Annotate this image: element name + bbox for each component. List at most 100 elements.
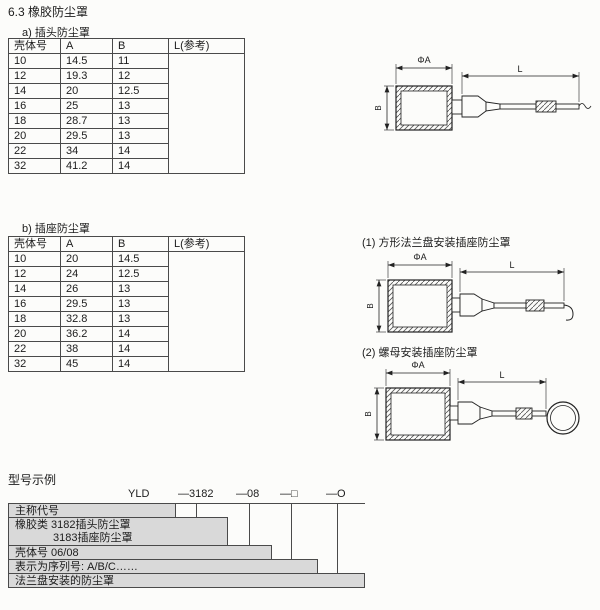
cell: 14 bbox=[112, 356, 169, 372]
header-cell: L(参考) bbox=[168, 38, 245, 54]
codes-underline bbox=[8, 503, 365, 504]
model-row-label-line2: 3183插座防尘罩 bbox=[53, 532, 133, 544]
b-dimension: B bbox=[374, 85, 394, 131]
cell: 26 bbox=[60, 281, 113, 297]
table-header-row: 壳体号 A B L(参考) bbox=[8, 38, 245, 54]
cell: 14 bbox=[112, 143, 169, 159]
cell: 22 bbox=[8, 143, 61, 159]
cable-tail bbox=[563, 304, 574, 321]
connector-line bbox=[337, 503, 338, 573]
cell: 34 bbox=[60, 143, 113, 159]
cell: 14 bbox=[8, 83, 61, 99]
cell: 32.8 bbox=[60, 311, 113, 327]
header-cell: 壳体号 bbox=[8, 38, 61, 54]
header-cell: L(参考) bbox=[168, 236, 245, 252]
model-row-label: 表示为序列号: A/B/C…… bbox=[15, 561, 138, 573]
l-ref-empty-cell bbox=[168, 53, 245, 174]
cell: 12 bbox=[8, 68, 61, 84]
model-row-label: 壳体号 06/08 bbox=[15, 547, 79, 559]
cell: 16 bbox=[8, 296, 61, 312]
code-main: YLD bbox=[128, 488, 150, 500]
cell: 12 bbox=[112, 68, 169, 84]
model-row-label: 法兰盘安装的防尘罩 bbox=[15, 575, 114, 587]
cell: 12 bbox=[8, 266, 61, 282]
header-cell: 壳体号 bbox=[8, 236, 61, 252]
cell: 41.2 bbox=[60, 158, 113, 174]
mounting-ring bbox=[546, 401, 580, 435]
cable-break-symbol bbox=[578, 103, 592, 109]
header-cell: A bbox=[60, 38, 113, 54]
phi-a-dimension: ΦA bbox=[387, 252, 453, 278]
cell: 12.5 bbox=[112, 83, 169, 99]
page-title: 6.3 橡胶防尘罩 bbox=[8, 5, 89, 19]
phi-a-dimension: ΦA bbox=[385, 360, 451, 386]
table-row: 10 20 14.5 bbox=[8, 251, 245, 372]
table-row: 10 14.5 11 bbox=[8, 53, 245, 174]
b-dimension: B bbox=[364, 387, 384, 441]
cell: 14 bbox=[112, 158, 169, 174]
cell: 14 bbox=[112, 341, 169, 357]
cell: 45 bbox=[60, 356, 113, 372]
cell: 10 bbox=[8, 53, 61, 69]
code-shell: —08 bbox=[236, 488, 260, 500]
table-row: 32 45 14 bbox=[8, 356, 245, 372]
phi-a-dimension: ΦA bbox=[395, 55, 453, 84]
section-a-label: a) 插头防尘罩 bbox=[22, 27, 90, 39]
cell: 13 bbox=[112, 128, 169, 144]
header-cell: A bbox=[60, 236, 113, 252]
cell: 32 bbox=[8, 356, 61, 372]
b-label: B bbox=[366, 303, 375, 308]
model-row-label: 主称代号 bbox=[15, 505, 59, 517]
rubber-cap-shape bbox=[387, 279, 453, 333]
l-label: L bbox=[517, 64, 522, 74]
cell: 14 bbox=[8, 281, 61, 297]
code-mount: —O bbox=[326, 488, 346, 500]
cell: 13 bbox=[112, 98, 169, 114]
l-label: L bbox=[499, 370, 504, 380]
cell: 12.5 bbox=[112, 266, 169, 282]
cell: 38 bbox=[60, 341, 113, 357]
b-label: B bbox=[374, 105, 383, 110]
connector-and-cable-shape bbox=[451, 293, 574, 321]
table-row: 20 29.5 13 bbox=[8, 128, 245, 144]
flange-socket-dust-cover-diagram: ΦA B L bbox=[366, 252, 574, 333]
cell: 18 bbox=[8, 311, 61, 327]
cell: 14.5 bbox=[60, 53, 113, 69]
phi-a-label: ΦA bbox=[411, 360, 424, 370]
plug-dust-cover-table: 壳体号 A B L(参考) 10 14.5 11 12 19.3 12 14 2… bbox=[8, 38, 245, 174]
table-row: 22 34 14 bbox=[8, 143, 245, 159]
cell: 20 bbox=[8, 128, 61, 144]
header-cell: B bbox=[112, 38, 169, 54]
cell: 22 bbox=[8, 341, 61, 357]
connector-and-cable-shape bbox=[449, 401, 580, 435]
cell: 14.5 bbox=[112, 251, 169, 267]
model-row-serial: 表示为序列号: A/B/C…… bbox=[8, 559, 318, 574]
model-row-type: 橡胶类 3182插头防尘罩 3183插座防尘罩 bbox=[8, 517, 228, 546]
table-row: 18 28.7 13 bbox=[8, 113, 245, 129]
connector-and-cable-shape bbox=[451, 95, 592, 118]
cell: 14 bbox=[112, 326, 169, 342]
cell: 19.3 bbox=[60, 68, 113, 84]
model-row-mount: 法兰盘安装的防尘罩 bbox=[8, 573, 365, 588]
cell: 16 bbox=[8, 98, 61, 114]
cell: 29.5 bbox=[60, 128, 113, 144]
connector-line bbox=[249, 503, 250, 545]
connector-line bbox=[291, 503, 292, 559]
cell: 20 bbox=[8, 326, 61, 342]
socket-dust-cover-table: 壳体号 A B L(参考) 10 20 14.5 12 24 12.5 14 2… bbox=[8, 236, 245, 372]
header-cell: B bbox=[112, 236, 169, 252]
model-example-title: 型号示例 bbox=[8, 473, 57, 487]
cell: 20 bbox=[60, 251, 113, 267]
connector-line bbox=[196, 503, 197, 517]
table-row: 20 36.2 14 bbox=[8, 326, 245, 342]
b-dimension: B bbox=[366, 279, 386, 333]
cell: 29.5 bbox=[60, 296, 113, 312]
l-label: L bbox=[509, 260, 514, 270]
model-number-example: YLD —3182 —08 —□ —O 主称代号 橡胶类 3182插头防尘罩 3… bbox=[8, 486, 392, 598]
l-dimension: L bbox=[459, 260, 565, 301]
cell: 20 bbox=[60, 83, 113, 99]
table-row: 22 38 14 bbox=[8, 341, 245, 357]
cell: 13 bbox=[112, 113, 169, 129]
cell: 24 bbox=[60, 266, 113, 282]
section-b-label: b) 插座防尘罩 bbox=[22, 223, 90, 235]
